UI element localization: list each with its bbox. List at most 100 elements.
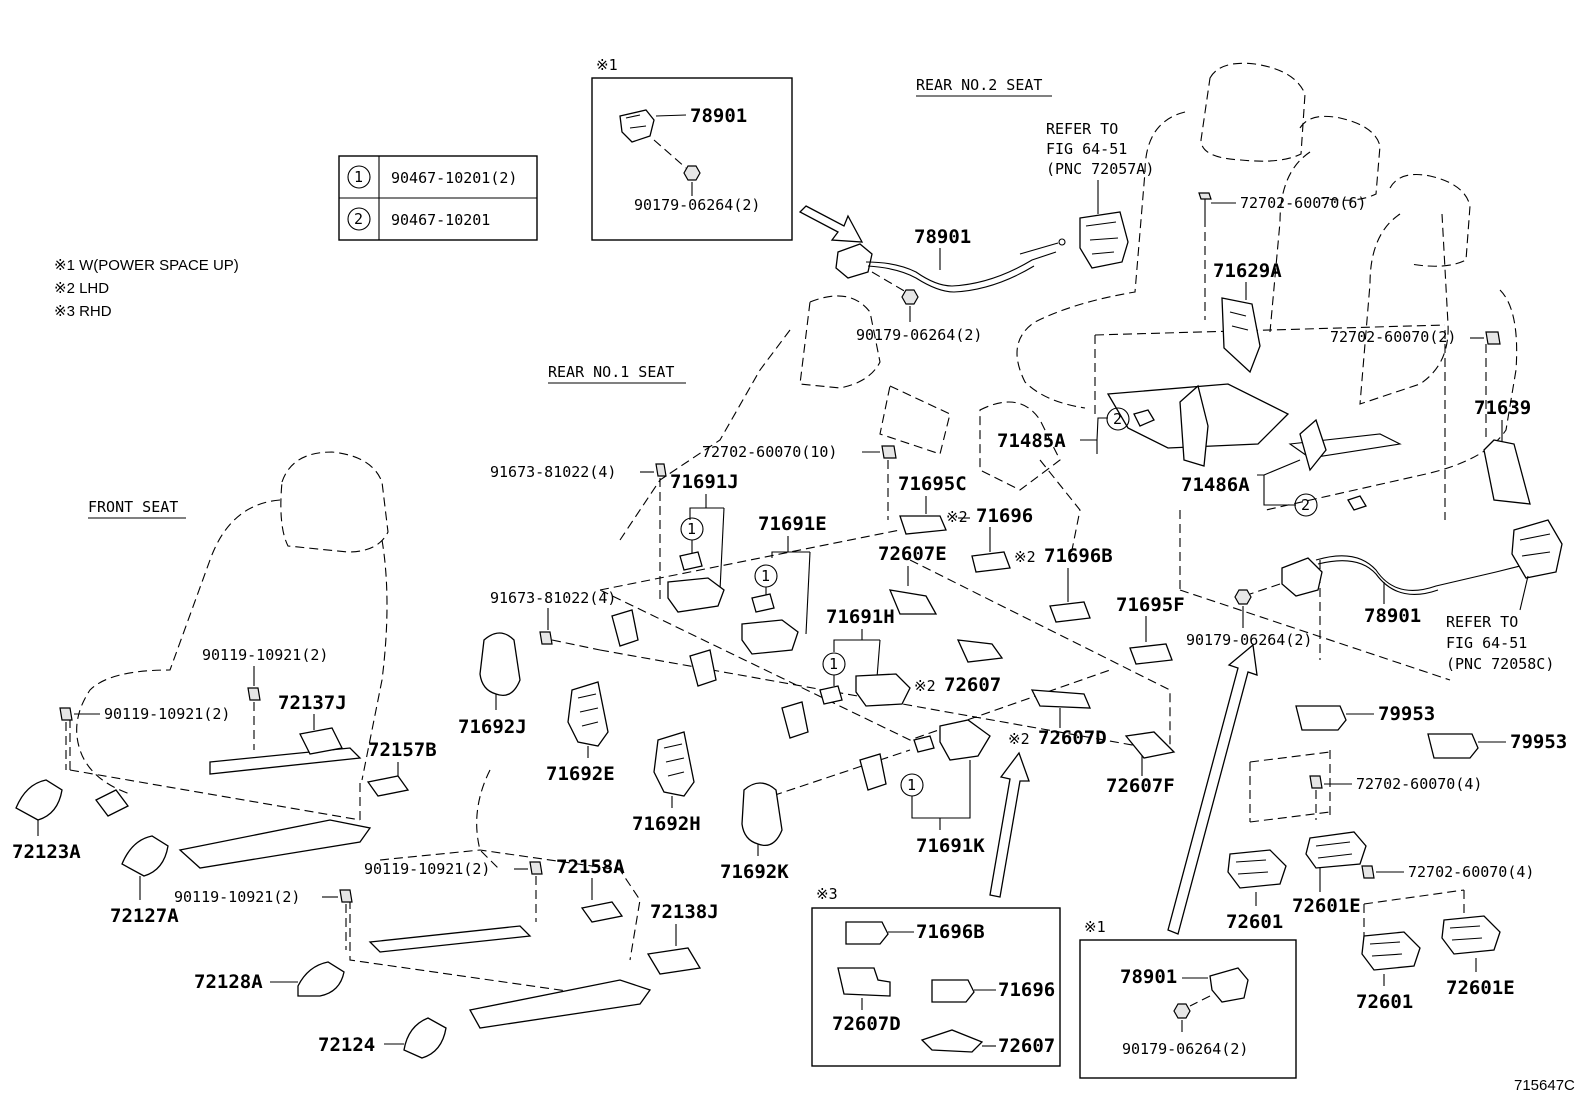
mark-72607D: ※2 <box>1008 730 1030 748</box>
label-71691K: 71691K <box>916 835 985 857</box>
callout-2-b <box>1294 493 1318 517</box>
bolt-91673-mid <box>539 631 553 645</box>
cable-78901-right: 78901 90179-06264(2) <box>1186 519 1563 649</box>
motor-78901-small <box>619 109 655 143</box>
cover-71692H <box>653 731 695 797</box>
label-71692E: 71692E <box>546 763 615 785</box>
bracket-71639 <box>1483 439 1531 505</box>
label-91673-mid: 91673-81022(4) <box>490 589 616 607</box>
label-71486A: 71486A <box>1181 474 1250 496</box>
bolt-90119-c <box>529 861 543 875</box>
refer-top-line1: REFER TO <box>1046 120 1118 138</box>
label-90119-a: 90119-10921(2) <box>104 705 230 723</box>
refer-right: REFER TO FIG 64-51 (PNC 72058C) <box>1446 575 1554 673</box>
inset-3-p2: 71696 <box>998 979 1055 1001</box>
label-72702-2: 72702-60070(2) <box>1330 328 1456 346</box>
label-90179-top: 90179-06264(2) <box>856 326 982 344</box>
callout-1-a-text: 1 <box>687 520 696 538</box>
bracket-72601a <box>1227 849 1287 889</box>
mark-71696: ※2 <box>946 508 968 526</box>
legend-table: 1 90467-10201(2) 2 90467-10201 <box>338 155 538 241</box>
bracket-71691J <box>667 577 725 613</box>
label-72702-4b: 72702-60070(4) <box>1408 863 1534 881</box>
bracket-72601Ea <box>1305 831 1367 869</box>
bracket-71629A <box>1221 297 1261 374</box>
rail-front-b <box>209 747 362 775</box>
cover-71696B-inset <box>845 921 889 945</box>
label-72607E: 72607E <box>878 543 947 565</box>
cover-71696-inset <box>931 979 975 1003</box>
label-71692J: 71692J <box>458 716 527 738</box>
cover-72124 <box>403 1017 447 1059</box>
label-72601a: 72601 <box>1226 911 1283 933</box>
figure-id: 715647C <box>1514 1077 1575 1094</box>
refer-top: REFER TO FIG 64-51 (PNC 72057A) <box>1046 120 1154 214</box>
bolt-90119-b <box>247 687 261 701</box>
legend-part-1: 90467-10201(2) <box>391 169 517 187</box>
label-72123A: 72123A <box>12 841 81 863</box>
label-71485A: 71485A <box>997 430 1066 452</box>
label-72607D: 72607D <box>1038 727 1107 749</box>
legend-circle-1 <box>347 165 371 189</box>
clip-1a <box>679 551 703 571</box>
label-90119-d: 90119-10921(2) <box>174 888 300 906</box>
hinge-71486A <box>1299 418 1327 472</box>
refer-right-line2: FIG 64-51 <box>1446 634 1527 652</box>
cover-72123A <box>15 779 63 821</box>
label-72607: 72607 <box>944 674 1001 696</box>
label-72158A: 72158A <box>556 856 625 878</box>
callout-2-a <box>1106 407 1130 431</box>
bolt-72702-4a <box>1309 775 1323 789</box>
front-seat-parts: 90119-10921(2) 90119-10921(2) 72137J 721… <box>12 646 719 1059</box>
label-71695F: 71695F <box>1116 594 1185 616</box>
label-72702-6: 72702-60070(6) <box>1240 194 1366 212</box>
cover-71692J <box>479 632 521 697</box>
nut-90179-right <box>1234 589 1252 605</box>
right-parts: 79953 79953 72702-60070(4) 72702-60070(4… <box>1226 703 1567 1013</box>
section-title-rear-no1: REAR NO.1 SEAT <box>548 363 686 384</box>
label-79953a: 79953 <box>1378 703 1435 725</box>
legend-circle-2 <box>347 207 371 231</box>
label-72137J: 72137J <box>278 692 347 714</box>
label-91673-top: 91673-81022(4) <box>490 463 616 481</box>
mark-72607: ※2 <box>914 677 936 695</box>
bracket-72601Eb <box>1441 915 1501 955</box>
arrow-mid <box>989 751 1030 898</box>
bracket-72607F <box>1124 731 1176 759</box>
legend-num-2: 2 <box>354 210 363 228</box>
rear-no1-title: REAR NO.1 SEAT <box>548 363 674 381</box>
motor-78901-top <box>835 243 873 279</box>
bolt-91673-top <box>655 463 667 477</box>
mark-71696B: ※2 <box>1014 548 1036 566</box>
nut-90179-inset <box>1173 1003 1191 1019</box>
legend-part-2: 90467-10201 <box>391 211 490 229</box>
arrow-right <box>1167 643 1258 935</box>
bolt-90119-d <box>339 889 353 903</box>
clip-1b <box>751 593 775 613</box>
label-71696: 71696 <box>976 505 1033 527</box>
label-90119-b: 90119-10921(2) <box>202 646 328 664</box>
inset-1-top: ※1 78901 90179-06264(2) <box>591 56 793 241</box>
bracket-72607E <box>888 589 938 615</box>
rail-front-d <box>368 925 532 953</box>
note-3: ※3 RHD <box>54 303 112 320</box>
label-71691H: 71691H <box>826 606 895 628</box>
label-71695C: 71695C <box>898 473 967 495</box>
label-72128A: 72128A <box>194 971 263 993</box>
inset-3-p3: 72607D <box>832 1013 901 1035</box>
bracket-72607D <box>1030 689 1092 709</box>
label-78901-top: 78901 <box>914 226 971 248</box>
label-72601Eb: 72601E <box>1446 977 1515 999</box>
label-90119-c: 90119-10921(2) <box>364 860 490 878</box>
callout-1-c-text: 1 <box>829 655 838 673</box>
label-72124: 72124 <box>318 1034 375 1056</box>
label-72157B: 72157B <box>368 739 437 761</box>
inset-3-p4: 72607 <box>998 1035 1055 1057</box>
bracket-71691H <box>855 673 911 707</box>
rear-no2-seat-outline <box>1016 62 1518 681</box>
bolt-72702-4b <box>1361 865 1375 879</box>
bracket-72607D-inset <box>837 967 891 997</box>
nut-90179-top <box>901 289 919 305</box>
label-72601b: 72601 <box>1356 991 1413 1013</box>
